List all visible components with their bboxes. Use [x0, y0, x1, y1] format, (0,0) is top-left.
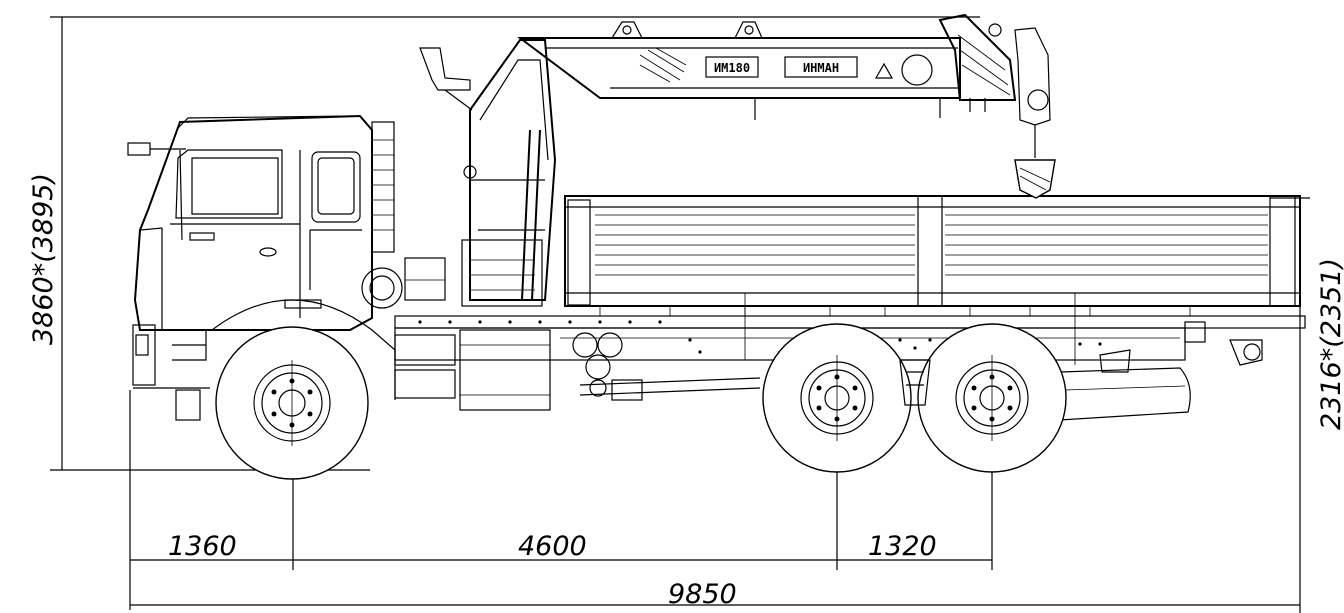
- dimension-lines: [50, 16, 1310, 613]
- boom-ring: [901, 54, 933, 86]
- cargo-platform: [564, 195, 1301, 365]
- dim-wheelbase: 4600: [518, 531, 587, 562]
- dim-tandem-spacing: 1320: [868, 531, 937, 562]
- dim-frame-height: 2316*(2351): [1316, 258, 1344, 430]
- air-intake: [361, 121, 446, 309]
- dim-front-overhang: 1360: [168, 531, 237, 562]
- dim-overall-length: 9850: [668, 579, 737, 610]
- rear-suspension: [899, 359, 931, 406]
- truck-cab: [127, 114, 396, 421]
- crane-model-label: ИМ180: [714, 61, 750, 75]
- warning-triangle-icon: [874, 62, 894, 79]
- dim-height-total: 3860*(3895): [28, 173, 59, 345]
- axle-centre-lines: [291, 355, 993, 446]
- crane-brand-label: ИНМАН: [803, 61, 839, 75]
- crane: ИМ180 ИНМАН: [419, 13, 1056, 307]
